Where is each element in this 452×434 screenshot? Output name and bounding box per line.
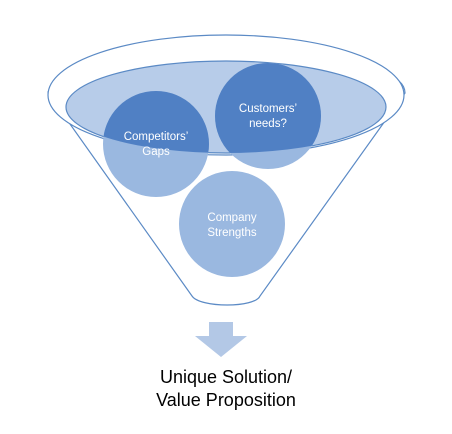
customers-needs-circle-top — [215, 63, 321, 153]
result-line-1: Unique Solution/ — [159, 367, 293, 387]
company-strengths-circle — [179, 171, 285, 277]
company-strengths-label-2: Strengths — [207, 227, 256, 239]
competitors-gaps-label-2: Gaps — [142, 146, 170, 158]
customers-needs-label-2: needs? — [249, 118, 287, 130]
down-arrow-icon — [195, 322, 247, 357]
competitors-gaps-circle-top — [103, 91, 209, 153]
company-strengths-label: Company — [207, 212, 256, 224]
result-line-2: Value Proposition — [156, 390, 296, 410]
competitors-gaps-label: Competitors’ — [124, 131, 189, 143]
customers-needs-label: Customers’ — [239, 103, 297, 115]
